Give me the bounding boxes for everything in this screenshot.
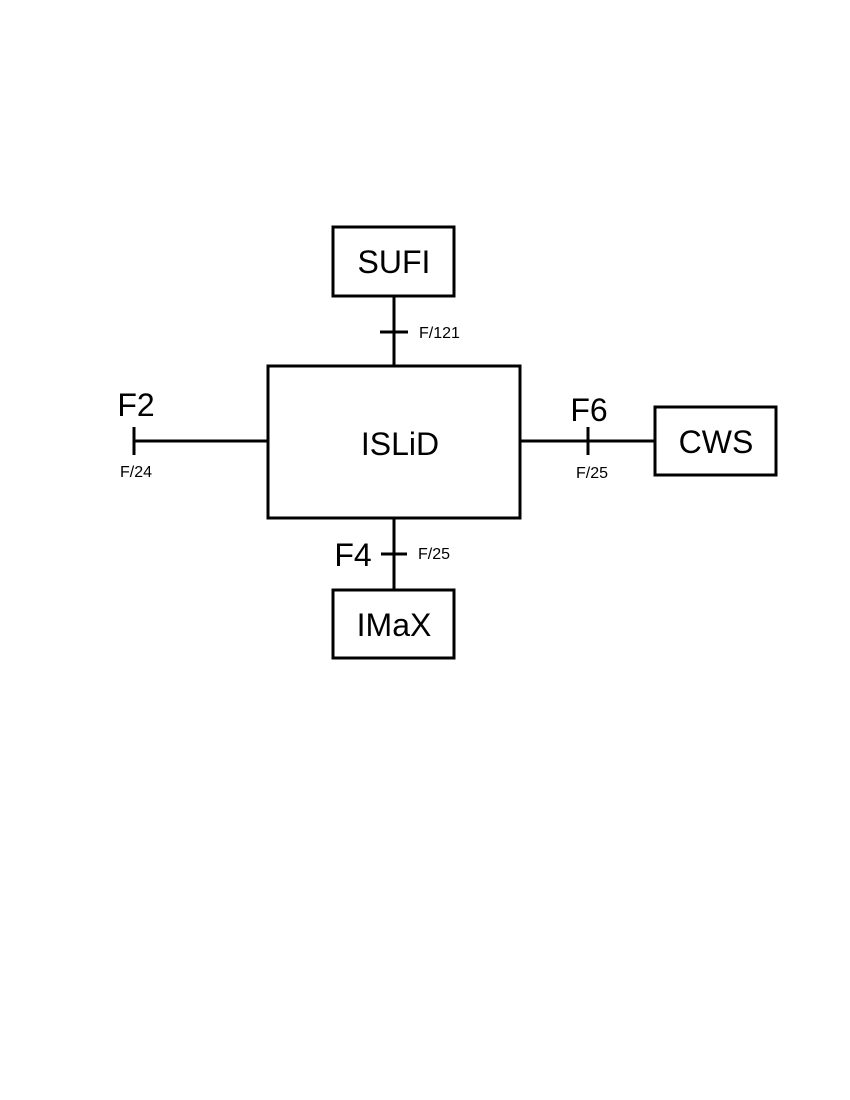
port-label-left: F2 [117, 387, 154, 423]
imax-block-label: IMaX [357, 607, 432, 643]
connector-label-left: F/24 [120, 464, 152, 481]
cws-block [653, 405, 778, 477]
imax-block [331, 588, 456, 660]
connector-label-bottom: F/25 [418, 546, 450, 563]
islid-block [266, 364, 522, 520]
sufi-block-label: SUFI [358, 244, 431, 280]
islid-block-label: ISLiD [361, 426, 439, 462]
port-label-bottom: F4 [334, 537, 371, 573]
port-label-right: F6 [570, 392, 607, 428]
sufi-block [331, 225, 456, 298]
connector-label-right: F/25 [576, 465, 608, 482]
cws-block-label: CWS [679, 424, 754, 460]
connector-label-top: F/121 [419, 325, 460, 342]
